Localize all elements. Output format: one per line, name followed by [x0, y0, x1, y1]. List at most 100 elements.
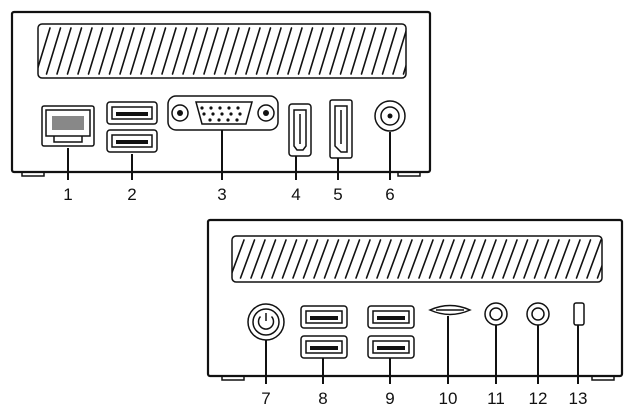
vent-slat	[428, 239, 445, 279]
vent-slat	[323, 239, 340, 279]
vent-slat	[344, 239, 361, 279]
vent-slat	[439, 239, 455, 279]
vent-slat	[98, 27, 114, 75]
dc-power-jack-icon	[374, 100, 406, 132]
vent-slat	[565, 239, 581, 279]
usb-port-icon	[367, 305, 415, 359]
top-vent-grille	[37, 23, 407, 79]
vent-slat	[245, 27, 261, 75]
callout-1: 1	[63, 185, 72, 204]
vent-slat	[544, 239, 560, 279]
rear-panel-bottom	[206, 218, 624, 381]
bottom-vent-slats	[232, 239, 602, 279]
vent-slat	[271, 239, 287, 279]
vent-slat	[512, 239, 529, 279]
vga-pin	[227, 106, 231, 110]
top-vent-slats	[38, 27, 406, 75]
vent-slat	[554, 239, 571, 279]
vent-slat	[203, 27, 219, 75]
bottom-vent-grille	[231, 235, 603, 283]
vent-slat	[66, 27, 83, 75]
leader-lines	[67, 130, 579, 384]
vent-slat	[502, 239, 518, 279]
power-button-icon	[247, 303, 285, 341]
vent-slat	[491, 239, 508, 279]
vent-slat	[302, 239, 319, 279]
callout-7: 7	[261, 389, 270, 408]
bottom-panel-foot-left	[221, 376, 245, 381]
vent-slat	[266, 27, 282, 75]
vent-slat	[45, 27, 62, 75]
vent-slat	[596, 239, 602, 279]
vent-slat	[575, 239, 592, 279]
vent-slat	[281, 239, 298, 279]
vent-slat	[276, 27, 293, 75]
usb-port-icon	[106, 101, 158, 153]
bottom-panel-foot-right	[591, 376, 615, 381]
vent-slat	[371, 27, 387, 75]
vent-slat	[318, 27, 335, 75]
vent-slat	[182, 27, 198, 75]
vent-slat	[449, 239, 466, 279]
vent-slat	[360, 27, 377, 75]
vent-slat	[329, 27, 345, 75]
ethernet-port-icon	[41, 105, 95, 147]
vga-pin	[236, 106, 240, 110]
callout-5: 5	[333, 185, 342, 204]
vent-slat	[392, 27, 406, 75]
vent-slat	[470, 239, 487, 279]
callout-8: 8	[318, 389, 327, 408]
vent-slat	[308, 27, 324, 75]
vent-slat	[339, 27, 356, 75]
vent-slat	[402, 27, 406, 75]
vent-slat	[234, 27, 251, 75]
top-panel-foot-right	[397, 172, 421, 177]
vga-pin	[200, 106, 204, 110]
vga-pin	[226, 118, 230, 122]
rear-panel-top	[10, 10, 432, 177]
vent-slat	[355, 239, 371, 279]
vent-slat	[386, 239, 403, 279]
vent-slat	[533, 239, 550, 279]
vent-slat	[523, 239, 539, 279]
callout-6: 6	[385, 185, 394, 204]
vent-slat	[250, 239, 266, 279]
callout-12: 12	[529, 389, 548, 408]
vent-slat	[313, 239, 329, 279]
displayport-icon	[329, 99, 353, 159]
vga-pin	[238, 112, 242, 116]
vent-slat	[460, 239, 476, 279]
vent-slat	[56, 27, 72, 75]
vent-slat	[129, 27, 146, 75]
vent-slat	[119, 27, 135, 75]
vga-pin	[217, 118, 221, 122]
callout-9: 9	[385, 389, 394, 408]
vent-slat	[418, 239, 434, 279]
vent-slat	[260, 239, 277, 279]
vent-slat	[297, 27, 314, 75]
vga-pin	[218, 106, 222, 110]
vent-slat	[397, 239, 413, 279]
bottom-panel-body	[206, 218, 624, 378]
vga-pin	[235, 118, 239, 122]
vga-pin	[208, 118, 212, 122]
vent-slat	[586, 239, 602, 279]
callout-11: 11	[487, 389, 505, 408]
vent-slat	[171, 27, 188, 75]
callout-10: 10	[439, 389, 458, 408]
vent-slat	[192, 27, 209, 75]
callout-4: 4	[291, 185, 300, 204]
vga-pin	[202, 112, 206, 116]
vent-slat	[108, 27, 125, 75]
vent-slat	[161, 27, 177, 75]
vent-slat	[77, 27, 93, 75]
callout-13: 13	[569, 389, 588, 408]
top-panel-foot-left	[21, 172, 45, 177]
vent-slat	[255, 27, 272, 75]
vga-pin	[229, 112, 233, 116]
vent-slat	[140, 27, 156, 75]
hdmi-port-icon	[288, 103, 312, 157]
vent-slat	[334, 239, 350, 279]
vga-pin	[209, 106, 213, 110]
